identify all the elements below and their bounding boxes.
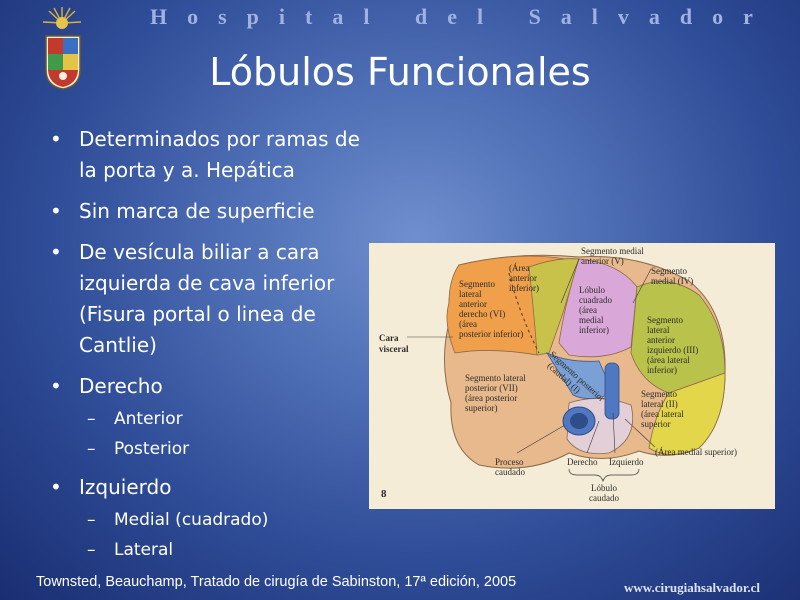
liver-diagram: Cara visceral Segmento medial anterior (… [379,246,737,503]
sub-bullet-text: Anterior [114,409,183,429]
segment-v [528,258,580,356]
quadrate-label-5: inferior) [579,325,609,335]
bullet-item: • Sin marca de superficie [50,196,380,227]
dash-glyph: – [87,510,96,530]
seg-vi-label-5: (área [459,319,477,329]
dash-glyph: – [87,540,96,560]
sub-bullet-text: Medial (cuadrado) [114,510,269,530]
bullet-item: • De vesícula biliar a cara izquierda de… [50,237,380,361]
sub-bullet-text: Posterior [114,439,190,459]
seg-medial-anterior-label-2: anterior (V) [581,256,624,266]
bullet-item: • Derecho [50,371,380,402]
bullet-glyph: • [50,475,62,499]
dash-glyph: – [87,439,96,459]
bullet-glyph: • [50,127,62,151]
seg-vi-label-6: posterior inferior) [459,329,523,339]
quadrate-label-4: medial [579,315,604,325]
bullet-glyph: • [50,374,62,398]
sub-bullet-item: – Medial (cuadrado) [50,505,380,535]
citation-text: Townsted, Beauchamp, Tratado de cirugía … [36,574,517,590]
seg-iii-label-5: (área lateral [647,355,690,365]
sub-bullet-text: Lateral [114,540,174,560]
hospital-name-header: Hospital del Salvador [150,4,773,29]
seg-iii-label-1: Segmento [647,315,683,325]
seg-medial-iv-label-2: medial (IV) [651,276,693,286]
quadrate-label-2: cuadrado [579,295,612,305]
liver-illustration: Cara visceral Segmento medial anterior (… [369,243,775,509]
bullet-glyph: • [50,199,62,223]
sub-bullet-item: – Lateral [50,535,380,565]
seg-iii-label-4: izquierdo (III) [647,345,698,355]
bullet-text: Determinados por ramas de la porta y a. … [79,127,360,182]
lobulo-caudado-label-2: caudado [589,493,619,503]
sub-bullet-item: – Anterior [50,404,380,434]
page-number: 8 [381,488,387,500]
seg-vi-label-4: derecho (VI) [459,309,505,319]
seg-vi-label-2: lateral [459,289,482,299]
seg-vii-label-2: posterior (VII) [465,383,518,393]
bullet-text: Sin marca de superficie [79,199,315,223]
slide-title: Lóbulos Funcionales [209,50,591,94]
visceral-label: visceral [379,344,409,354]
derecho-label: Derecho [567,457,598,467]
seg-ii-label-1: Segmento [641,389,677,399]
proceso-label-2: caudado [495,467,525,477]
sun-logo-icon [42,7,82,29]
bullet-item: • Determinados por ramas de la porta y a… [50,124,380,186]
segment-iii [630,281,726,394]
seg-medial-iv-label: Segmento [651,266,687,276]
lobulo-caudado-label-1: Lóbulo [591,483,617,493]
cantlie-line [508,272,540,354]
proceso-label-1: Proceso [495,457,524,467]
izquierdo-label: Izquierdo [609,457,644,467]
seg-vii-label-1: Segmento lateral [465,373,526,383]
seg-iii-label-2: lateral [647,325,670,335]
bullet-text: Izquierdo [79,475,172,499]
segment-ii [648,372,726,455]
quadrate-lobe [558,258,638,358]
bullet-item: • Izquierdo [50,472,380,503]
area-medial-superior-label: (Área medial superior) [655,447,737,457]
seg-iii-label-6: inferior) [647,365,677,375]
seg-medial-anterior-label: Segmento medial [581,246,644,256]
sub-bullet-item: – Posterior [50,434,380,464]
bullet-text: De vesícula biliar a cara izquierda de c… [79,240,335,357]
bullet-glyph: • [50,240,62,264]
quadrate-label-3: (área [579,305,597,315]
dash-glyph: – [87,409,96,429]
seg-ii-label-3: (área lateral [641,409,684,419]
quadrate-label-1: Lóbulo [579,285,605,295]
vena-cava [604,362,620,420]
seg-ii-label-2: lateral (II) [641,399,678,409]
area-anterior-label-1: (Área [509,263,529,273]
seg-vi-label-1: Segmento [459,279,495,289]
area-anterior-label-2: anterior [509,273,537,283]
bullet-list: • Determinados por ramas de la porta y a… [50,124,380,565]
website-url: www.cirugiahsalvador.cl [624,580,761,595]
hospital-crest-icon [45,35,81,90]
seg-vi-label-3: anterior [459,299,487,309]
seg-ii-label-4: superior [641,419,671,429]
bullet-text: Derecho [79,374,163,398]
area-anterior-label-3: inferior) [509,283,539,293]
seg-vii-label-4: superior) [465,403,498,413]
seg-iii-label-3: anterior [647,335,675,345]
cara-label: Cara [379,333,399,343]
seg-vii-label-3: (área posterior [465,393,517,403]
